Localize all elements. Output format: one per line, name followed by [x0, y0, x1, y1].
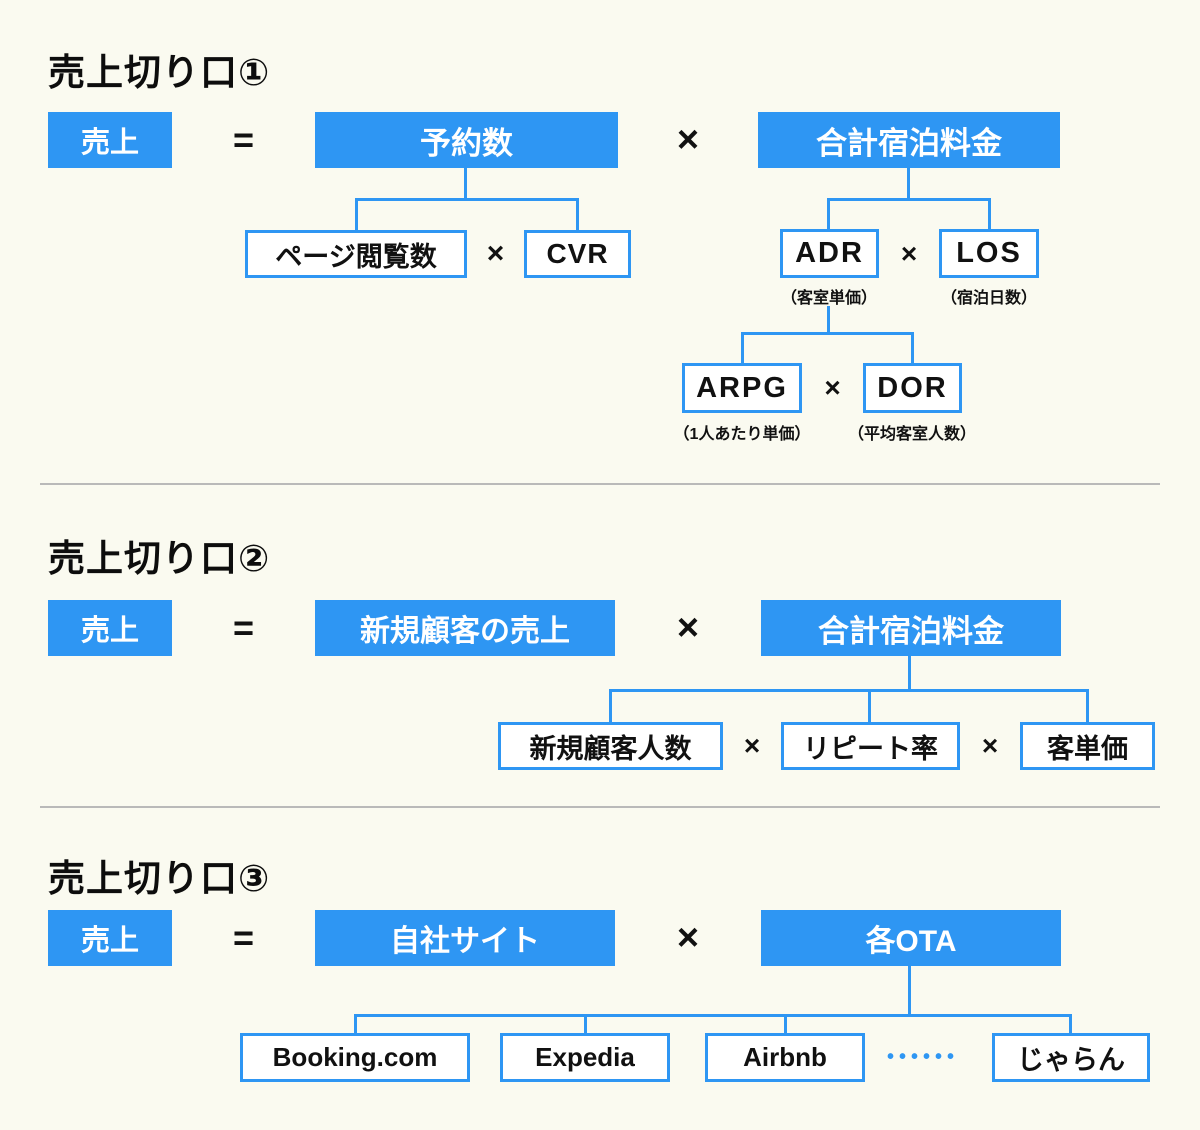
section2-times-sign: ×: [676, 606, 700, 649]
section1-factor1-box: 予約数: [315, 112, 618, 168]
section3-airbnb-box: Airbnb: [705, 1033, 865, 1082]
connector-line: [827, 198, 991, 201]
connector-line: [911, 332, 914, 363]
connector-line: [355, 198, 579, 201]
connector-line: [907, 168, 910, 198]
section2-result-box: 売上: [48, 600, 172, 656]
connector-line: [1086, 689, 1089, 722]
ellipsis-dots: ••••••: [886, 1046, 959, 1068]
section1-cvr-box: CVR: [524, 230, 631, 278]
section1-times-sign: ×: [824, 372, 841, 403]
section2-factor1-box: 新規顧客の売上: [315, 600, 615, 656]
section3-result-box: 売上: [48, 910, 172, 966]
section1-times-sign: ×: [676, 118, 700, 161]
connector-line: [868, 689, 871, 722]
section1-title: 売上切り口①: [48, 52, 271, 93]
section2-repeatrate-box: リピート率: [781, 722, 960, 770]
connector-line: [741, 332, 744, 363]
section3-title: 売上切り口③: [48, 858, 271, 899]
section2-newcustomers-box: 新規顧客人数: [498, 722, 723, 770]
section2-equals-sign: =: [232, 607, 255, 648]
section3-expedia-box: Expedia: [500, 1033, 670, 1082]
connector-line: [784, 1014, 787, 1033]
connector-line: [908, 656, 911, 689]
section2-spendpercustomer-box: 客単価: [1020, 722, 1155, 770]
section2-title: 売上切り口②: [48, 538, 271, 579]
section2-times-sign: ×: [981, 730, 999, 761]
section3-equals-sign: =: [232, 917, 255, 958]
section1-los-box: LOS: [939, 229, 1039, 278]
section1-dor-box: DOR: [863, 363, 962, 413]
section1-times-sign: ×: [900, 237, 918, 269]
section1-result-box: 売上: [48, 112, 172, 168]
section1-factor2-box: 合計宿泊料金: [758, 112, 1060, 168]
adr-note-label: （客室単価）: [780, 290, 878, 307]
connector-line: [741, 332, 914, 335]
section-divider: [40, 806, 1160, 808]
connector-line: [1069, 1014, 1072, 1033]
connector-line: [584, 1014, 587, 1033]
section3-times-sign: ×: [676, 916, 700, 959]
section3-factor2-box: 各OTA: [761, 910, 1061, 966]
section1-adr-box: ADR: [780, 229, 879, 278]
section1-arpg-box: ARPG: [682, 363, 802, 413]
section3-factor1-box: 自社サイト: [315, 910, 615, 966]
connector-line: [609, 689, 1089, 692]
connector-line: [988, 198, 991, 229]
connector-line: [464, 168, 467, 198]
section3-jalan-box: じゃらん: [992, 1033, 1150, 1082]
section2-times-sign: ×: [743, 730, 761, 761]
connector-line: [576, 198, 579, 230]
section1-equals-sign: =: [232, 119, 255, 160]
section3-booking-box: Booking.com: [240, 1033, 470, 1082]
dor-note-label: （平均客室人数）: [847, 426, 977, 443]
connector-line: [609, 689, 612, 722]
arpg-note-label: （1人あたり単価）: [673, 426, 811, 443]
connector-line: [354, 1014, 357, 1033]
section-divider: [40, 483, 1160, 485]
section1-pageviews-box: ページ閲覧数: [245, 230, 467, 278]
connector-line: [908, 966, 911, 1014]
connector-line: [827, 306, 830, 332]
section2-factor2-box: 合計宿泊料金: [761, 600, 1061, 656]
connector-line: [827, 198, 830, 229]
connector-line: [355, 198, 358, 230]
section1-times-sign: ×: [486, 237, 505, 270]
connector-line: [354, 1014, 1072, 1017]
los-note-label: （宿泊日数）: [940, 290, 1038, 307]
